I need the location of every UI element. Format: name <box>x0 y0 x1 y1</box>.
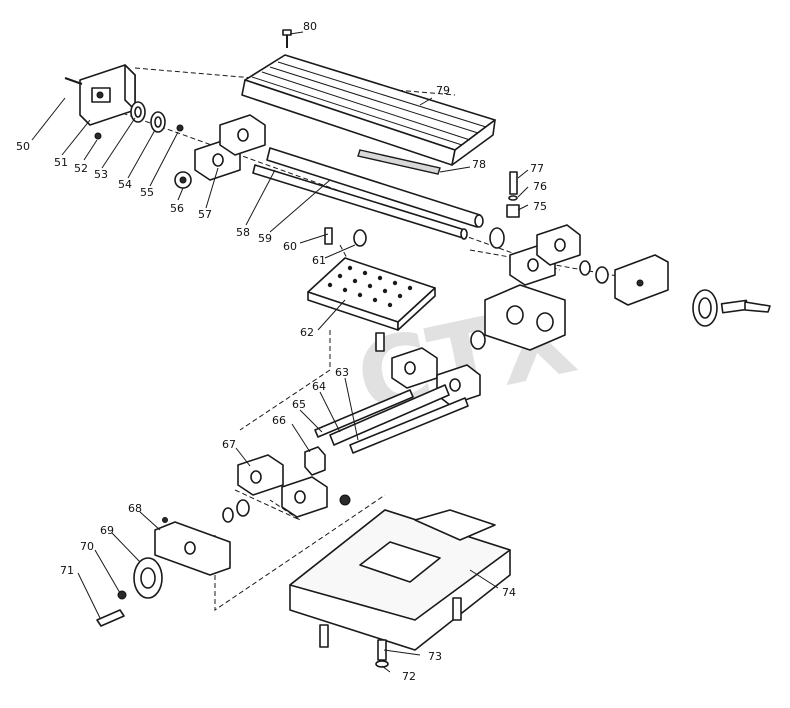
part-78-gear-rack <box>357 149 441 175</box>
part-80-screw <box>282 29 292 48</box>
callout-66: 66 <box>272 414 286 427</box>
callout-69: 69 <box>100 524 114 537</box>
part-64-shaft <box>329 384 450 446</box>
part-52-screw <box>94 132 102 140</box>
bolt-under-plate <box>375 332 385 352</box>
part-56-knob <box>174 171 192 189</box>
callout-73: 73 <box>428 650 442 663</box>
callout-59: 59 <box>258 232 272 245</box>
callout-51: 51 <box>54 156 68 169</box>
callout-68: 68 <box>128 502 142 515</box>
part-60-screw <box>324 227 333 245</box>
callout-52: 52 <box>74 162 88 175</box>
right-handwheel <box>692 289 771 327</box>
callout-72: 72 <box>402 670 416 683</box>
part-55-nut <box>176 124 184 132</box>
callout-56: 56 <box>170 202 184 215</box>
part-62-mounting-plate <box>307 257 436 331</box>
part-66-nut <box>304 446 326 476</box>
part-54-bearing <box>150 111 166 133</box>
part-50-screw <box>64 77 83 85</box>
part-76-washer <box>508 195 518 201</box>
part-63-shaft <box>349 397 469 454</box>
callout-65: 65 <box>292 398 306 411</box>
callout-75: 75 <box>533 200 547 213</box>
callout-80: 80 <box>303 20 317 33</box>
callout-63: 63 <box>335 366 349 379</box>
callout-60: 60 <box>283 240 297 253</box>
part-77-screw <box>509 171 518 195</box>
part-79-t-slot-table <box>241 54 496 166</box>
callout-53: 53 <box>94 168 108 181</box>
callout-54: 54 <box>118 178 132 191</box>
callout-64: 64 <box>312 380 326 393</box>
callout-67: 67 <box>222 438 236 451</box>
callout-labels: 50 51 52 53 54 55 56 57 58 59 60 61 62 6… <box>16 20 547 683</box>
part-68-front-bracket <box>154 517 231 576</box>
part-58-shaft <box>252 164 468 240</box>
callout-78: 78 <box>472 158 486 171</box>
callout-62: 62 <box>300 326 314 339</box>
callout-76: 76 <box>533 180 547 193</box>
part-57-slide-block <box>194 114 266 181</box>
part-72-bolt <box>375 660 389 668</box>
callout-58: 58 <box>236 226 250 239</box>
callout-61: 61 <box>312 254 326 267</box>
callout-57: 57 <box>198 208 212 221</box>
shaft-coupler <box>489 227 505 249</box>
part-75-bushing <box>506 204 520 218</box>
part-59-shaft <box>266 147 484 228</box>
part-69-handwheel <box>133 557 163 599</box>
leader-lines <box>31 31 529 673</box>
callout-79: 79 <box>436 84 450 97</box>
part-53-bearing <box>130 101 146 123</box>
bearings-lower <box>222 494 351 523</box>
callout-77: 77 <box>530 162 544 175</box>
callout-71: 71 <box>60 564 74 577</box>
callout-70: 70 <box>80 540 94 553</box>
right-end-bracket <box>579 254 669 306</box>
callout-74: 74 <box>502 586 516 599</box>
top-right-slide-blocks <box>509 224 581 286</box>
callout-50: 50 <box>16 140 30 153</box>
part-51-end-bracket <box>79 64 136 126</box>
part-65-leadscrew <box>314 389 414 438</box>
part-71-handle <box>96 609 125 627</box>
center-bracket <box>470 284 566 351</box>
part-61-set-screw <box>353 229 367 247</box>
callout-55: 55 <box>140 186 154 199</box>
